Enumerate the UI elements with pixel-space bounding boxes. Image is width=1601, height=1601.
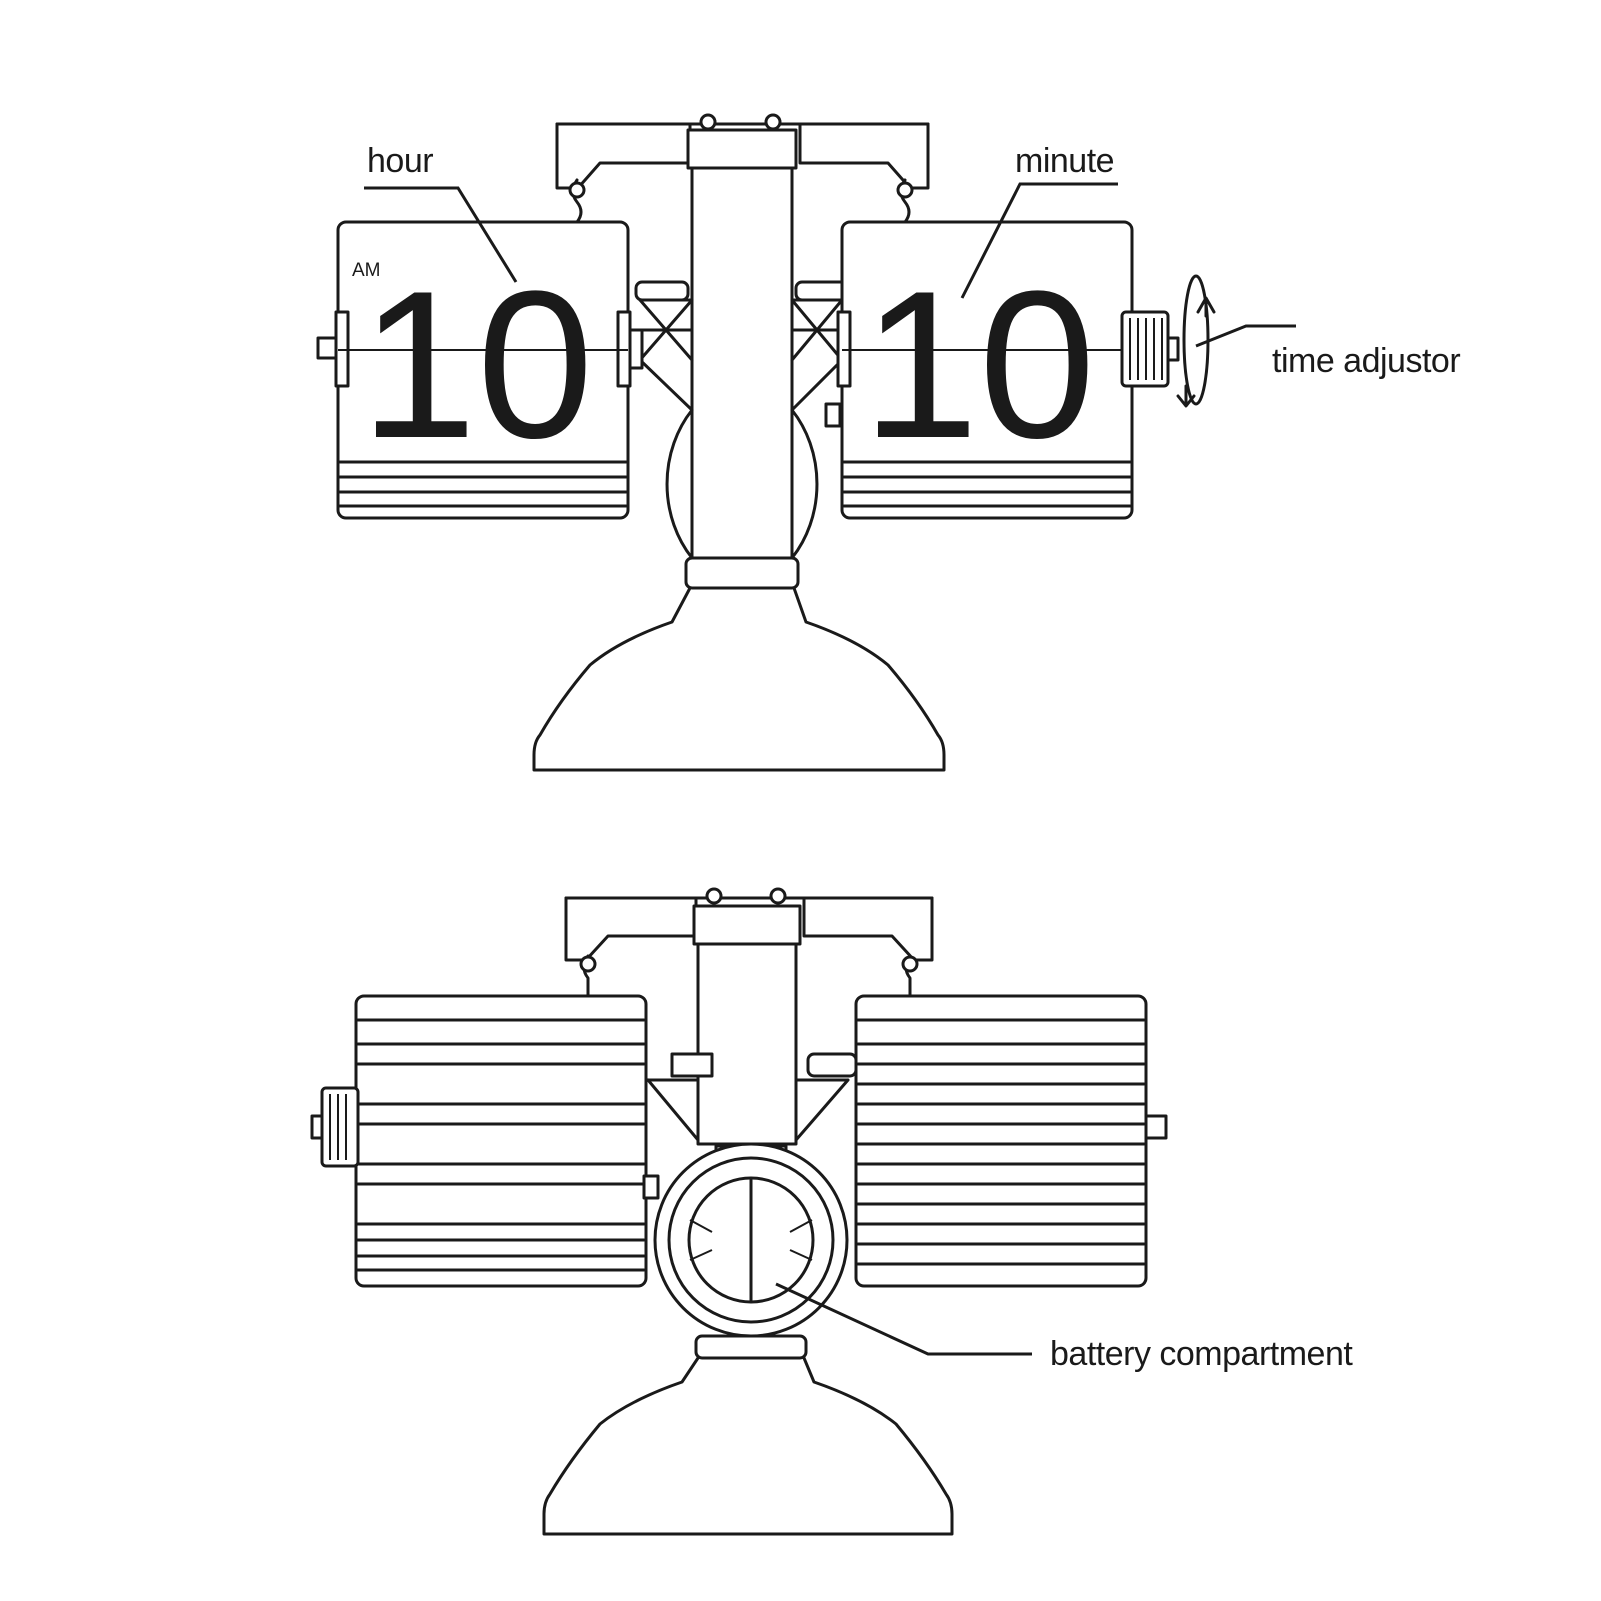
time-adjustor-knob <box>1120 310 1180 388</box>
hour-label: hour <box>367 142 433 180</box>
back-base <box>542 1334 954 1536</box>
battery-compartment-label: battery compartment <box>1050 1335 1353 1373</box>
back-left-card <box>310 994 660 1288</box>
front-top-hanger <box>555 113 930 260</box>
back-view: battery compartment <box>310 887 1354 1536</box>
time-adjustor-label: time adjustor <box>1272 342 1460 380</box>
hour-flip-card: AM 10 <box>316 220 644 520</box>
minute-flip-card: 10 <box>824 220 1216 520</box>
front-column <box>634 128 850 590</box>
back-column <box>646 904 858 1146</box>
back-right-card <box>854 994 1168 1288</box>
hour-card-period: AM <box>352 260 381 281</box>
front-base <box>532 586 946 772</box>
battery-compartment-leader <box>775 1282 1032 1356</box>
minute-label: minute <box>1015 142 1114 180</box>
battery-compartment <box>653 1142 849 1338</box>
hour-card-digits: 10 <box>360 247 594 482</box>
minute-card-digits: 10 <box>862 247 1096 482</box>
front-view: AM 10 10 <box>316 113 1461 772</box>
back-top-hanger <box>564 887 934 1000</box>
front-callout-leaders <box>364 182 1296 348</box>
